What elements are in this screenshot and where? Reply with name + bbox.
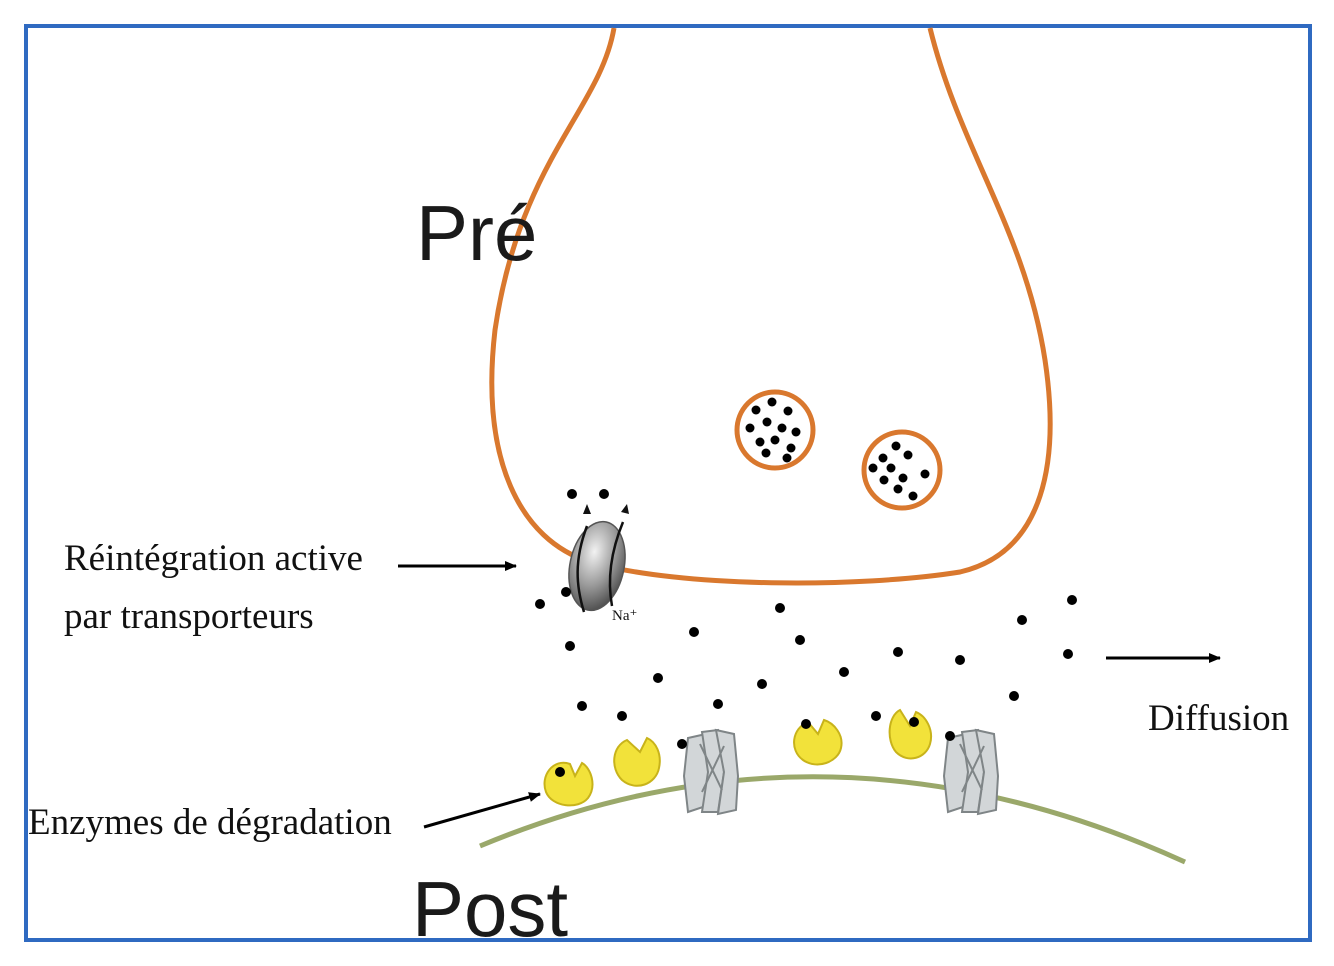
reuptake-transporter: Na⁺ [568,504,637,624]
postsynaptic-receptor [942,728,1000,816]
synaptic-vesicle [861,429,943,511]
reuptake-label-line2: par transporteurs [64,596,314,637]
post-label: Post [412,865,568,953]
pre-label: Pré [416,189,537,277]
degradation-enzyme [793,718,843,766]
enzymes-label: Enzymes de dégradation [28,802,392,843]
diffusion-label: Diffusion [1148,698,1289,739]
degradation-enzyme [613,736,661,787]
degradation-enzyme [888,708,932,760]
sodium-label: Na⁺ [612,608,637,624]
presynaptic-terminal [489,27,1053,586]
degradation-enzyme [543,761,594,807]
enzyme-arrow [423,792,541,829]
synaptic-vesicle [734,389,816,471]
postsynaptic-membrane [479,774,1187,865]
neurotransmitter-cloud [535,489,1077,777]
reuptake-label-line1: Réintégration active [64,538,363,579]
postsynaptic-receptor [682,728,740,816]
